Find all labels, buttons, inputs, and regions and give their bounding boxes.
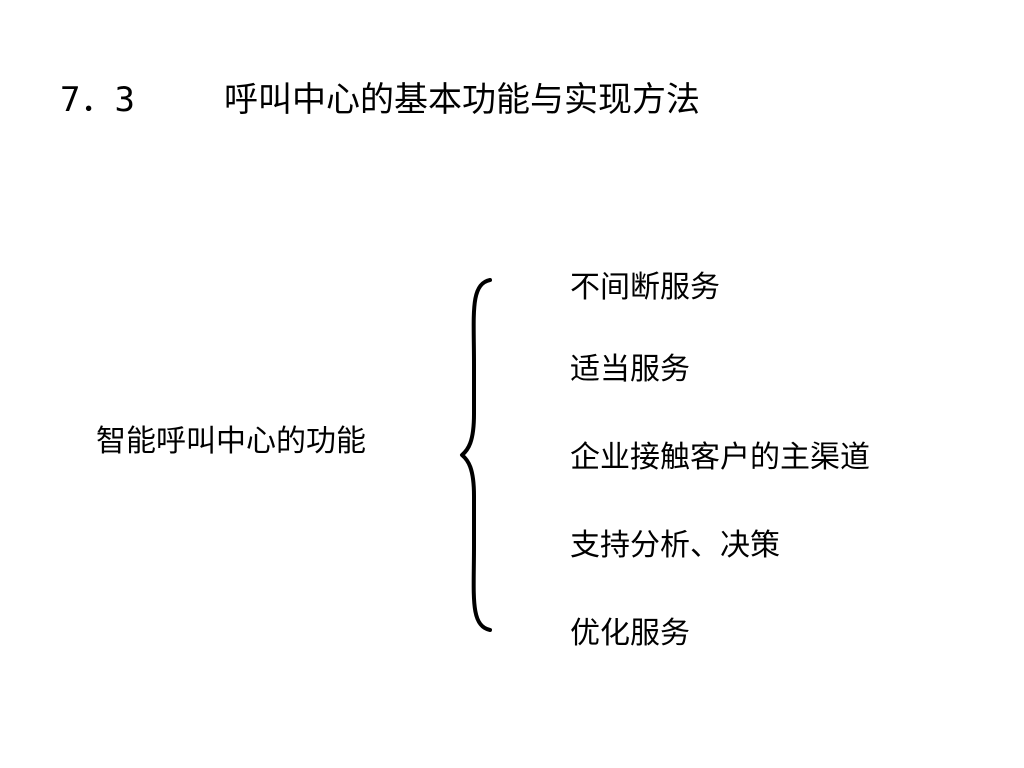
subject-label: 智能呼叫中心的功能 (96, 424, 366, 459)
function-item: 不间断服务 (570, 270, 720, 305)
function-item: 适当服务 (570, 352, 690, 387)
section-number: 7．3 (60, 80, 135, 120)
function-item: 支持分析、决策 (570, 528, 780, 563)
function-item: 企业接触客户的主渠道 (570, 440, 870, 475)
function-item: 优化服务 (570, 616, 690, 651)
slide-title: 呼叫中心的基本功能与实现方法 (224, 80, 700, 120)
left-brace-icon (460, 278, 492, 632)
